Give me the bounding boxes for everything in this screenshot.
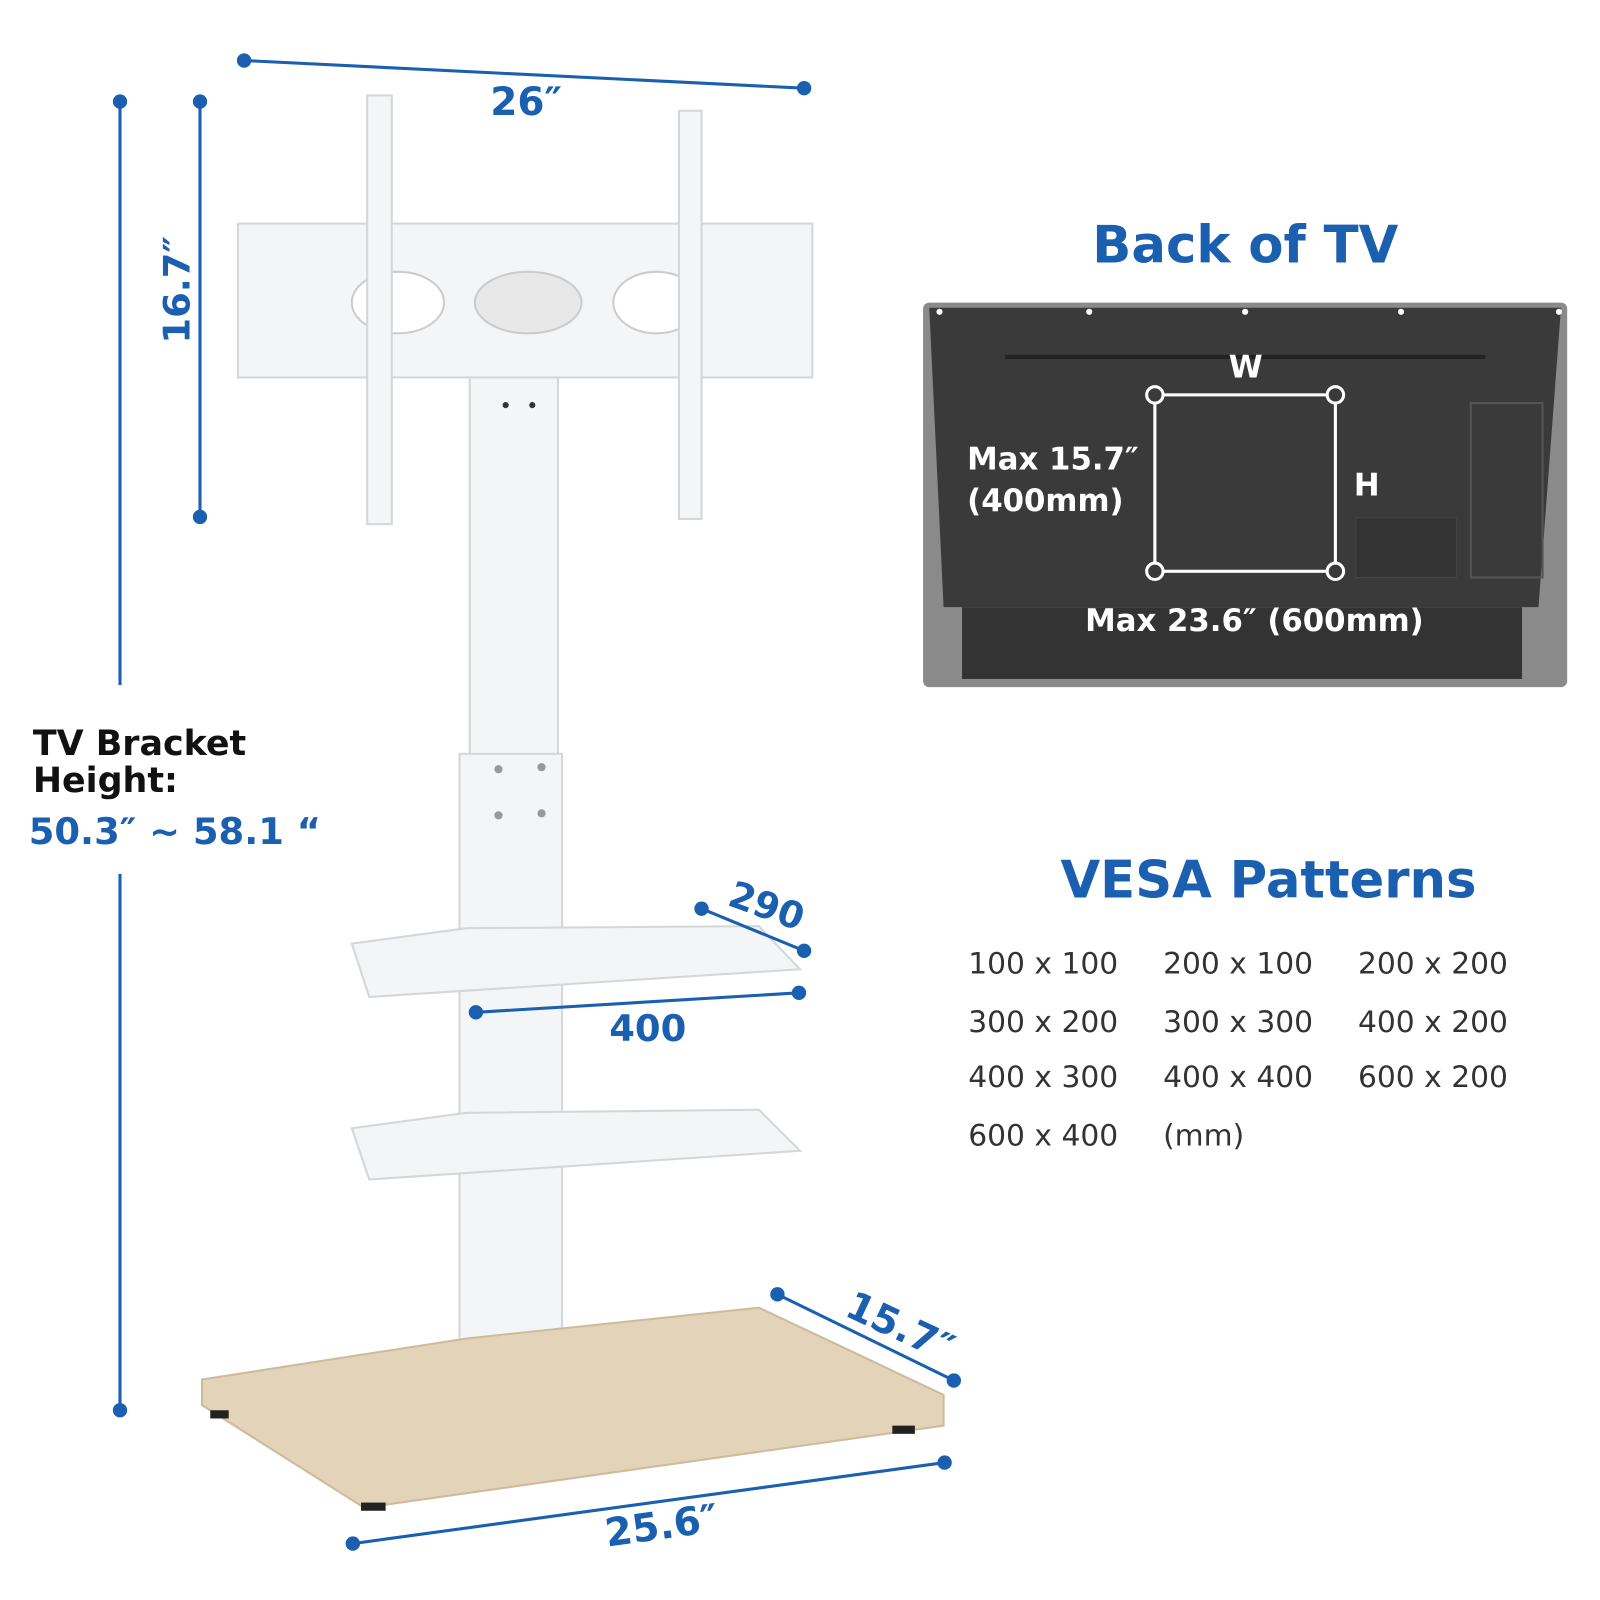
vesa-pattern: 400 x 400 bbox=[1163, 1060, 1313, 1095]
vesa-hole-pattern bbox=[1153, 393, 1337, 573]
upper-column bbox=[468, 373, 559, 766]
vesa-title: VESA Patterns bbox=[1061, 850, 1477, 910]
shelf-lower bbox=[350, 1108, 803, 1181]
dimension-lines bbox=[112, 53, 962, 1551]
vesa-pattern: 300 x 300 bbox=[1163, 1005, 1313, 1040]
vesa-pattern: 400 x 200 bbox=[1358, 1005, 1508, 1040]
max-width-label: Max 23.6″ (600mm) bbox=[1085, 603, 1424, 639]
vesa-pattern: 400 x 300 bbox=[968, 1060, 1118, 1095]
shelf-width-label: 400 bbox=[609, 1007, 686, 1050]
max-height-label: Max 15.7″ bbox=[967, 442, 1139, 478]
shelf-upper bbox=[350, 925, 803, 998]
wood-base bbox=[201, 1306, 945, 1509]
bracket-height-range: 50.3″ ~ 58.1 “ bbox=[29, 810, 321, 853]
height-marker: H bbox=[1354, 467, 1380, 503]
top-width-label: 26″ bbox=[490, 80, 562, 125]
vesa-pattern: 600 x 200 bbox=[1358, 1060, 1508, 1095]
vesa-pattern: 200 x 100 bbox=[1163, 946, 1313, 981]
vesa-pattern: 300 x 200 bbox=[968, 1005, 1118, 1040]
bracket-height-dimension: 16.7″ bbox=[156, 236, 199, 344]
vesa-pattern: 600 x 400 bbox=[968, 1119, 1118, 1154]
mount-arm-right bbox=[677, 109, 703, 520]
vesa-unit: (mm) bbox=[1163, 1119, 1244, 1154]
back-of-tv-title: Back of TV bbox=[1092, 216, 1398, 276]
tv-stand bbox=[201, 94, 945, 1511]
lower-column bbox=[458, 752, 564, 1360]
base-width-label: 25.6″ bbox=[602, 1496, 721, 1556]
width-marker: W bbox=[1229, 349, 1263, 385]
max-height-mm-label: (400mm) bbox=[967, 483, 1123, 519]
mount-arm-left bbox=[366, 94, 393, 526]
vesa-pattern: 100 x 100 bbox=[968, 946, 1118, 981]
vesa-pattern-list: 100 x 100 200 x 100 200 x 200 300 x 200 … bbox=[968, 946, 1508, 1153]
vesa-pattern: 200 x 200 bbox=[1358, 946, 1508, 981]
bracket-height-title-2: Height: bbox=[33, 761, 178, 801]
tv-back-illustration bbox=[923, 302, 1568, 688]
bracket-height-title-1: TV Bracket bbox=[33, 724, 246, 764]
